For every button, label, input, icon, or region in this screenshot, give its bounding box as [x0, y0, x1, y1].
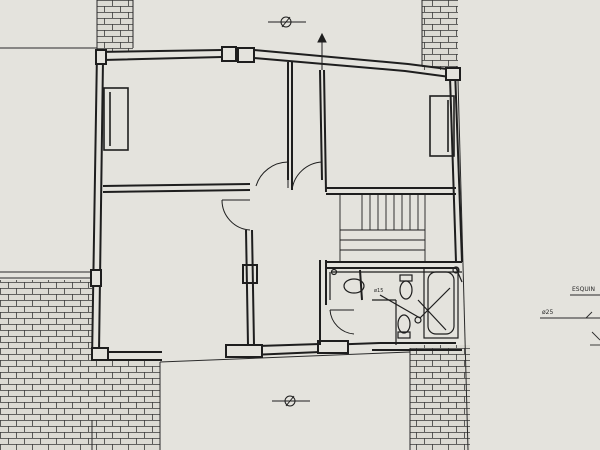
- north-roof-arrow-symbol: [268, 16, 306, 28]
- door-left-room: [221, 199, 251, 231]
- window-units: [103, 87, 455, 157]
- wall-pillars: [90, 46, 461, 361]
- dimension-marks: [540, 294, 600, 346]
- wardrobe-right: [429, 95, 455, 157]
- roof-tiles: [0, 0, 470, 450]
- door-hall: [255, 161, 289, 187]
- door-right-room: [291, 161, 323, 191]
- door-bath: [329, 309, 355, 335]
- roof-outlines: [0, 0, 469, 450]
- south-roof-arrow-symbol: [272, 395, 310, 407]
- wardrobe-left: [103, 87, 129, 151]
- stair-direction-arrow: [317, 32, 327, 70]
- corner-label: ESQUIN: [572, 286, 595, 293]
- bathtub: [423, 267, 459, 339]
- door-swings: [221, 161, 355, 335]
- exterior-walls: [91, 49, 463, 361]
- dimension-label: ø25: [542, 309, 553, 316]
- washbasin: [343, 278, 365, 294]
- roof-tiles-bottom-left: [92, 360, 160, 450]
- roof-tiles-left: [0, 280, 92, 450]
- staircase: [339, 193, 426, 263]
- roof-tiles-top-left: [97, 0, 133, 52]
- bathroom-fixtures: [329, 266, 463, 345]
- toilet-lower: [397, 314, 411, 334]
- pipe-label: ø15: [374, 288, 383, 294]
- roof-tiles-bottom-right: [410, 345, 470, 450]
- roof-tiles-top-right: [422, 0, 458, 70]
